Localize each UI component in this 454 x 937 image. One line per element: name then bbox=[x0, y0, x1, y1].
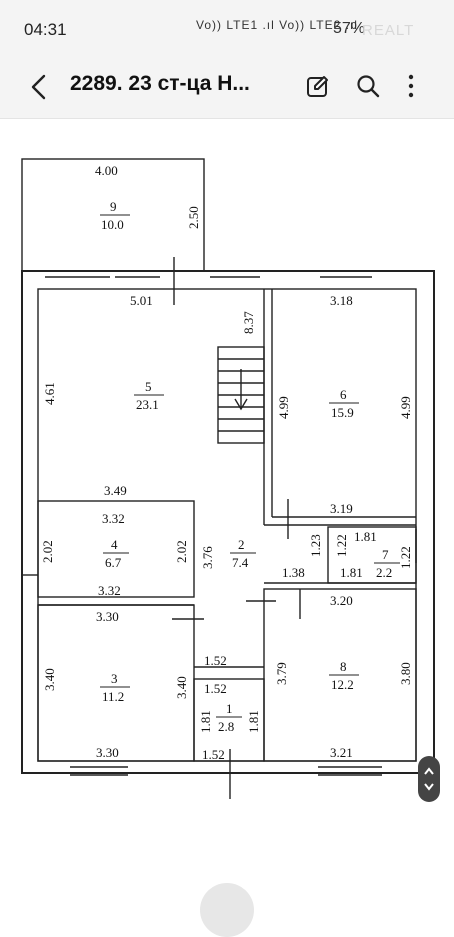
svg-text:4: 4 bbox=[111, 537, 118, 552]
room-label: 8 12.2 bbox=[329, 659, 359, 692]
battery-level: 57% bbox=[333, 20, 366, 37]
dim-label: 1.52 bbox=[204, 653, 227, 668]
dim-label: 3.20 bbox=[330, 593, 353, 608]
svg-text:2.2: 2.2 bbox=[376, 565, 392, 580]
dim-label: 4.61 bbox=[42, 382, 57, 405]
svg-text:15.9: 15.9 bbox=[331, 405, 354, 420]
dim-label: 3.30 bbox=[96, 745, 119, 760]
svg-text:10.0: 10.0 bbox=[101, 217, 124, 232]
dim-label: 4.00 bbox=[95, 163, 118, 178]
dim-label: 1.23 bbox=[308, 534, 323, 557]
svg-text:8: 8 bbox=[340, 659, 347, 674]
dim-label: 3.40 bbox=[42, 668, 57, 691]
svg-text:3: 3 bbox=[111, 671, 118, 686]
dim-label: 1.38 bbox=[282, 565, 305, 580]
svg-text:23.1: 23.1 bbox=[136, 397, 159, 412]
dim-label: 1.52 bbox=[202, 747, 225, 762]
dim-label: 4.99 bbox=[276, 396, 291, 419]
room-label: 3 11.2 bbox=[100, 671, 130, 704]
dim-label: 3.18 bbox=[330, 293, 353, 308]
room-label: 4 6.7 bbox=[103, 537, 129, 570]
dim-label: 3.30 bbox=[96, 609, 119, 624]
dim-label: 1.52 bbox=[204, 681, 227, 696]
dim-label: 3.79 bbox=[274, 662, 289, 685]
svg-text:2: 2 bbox=[238, 537, 245, 552]
room-label: 9 10.0 bbox=[100, 199, 130, 232]
room-label: 1 2.8 bbox=[216, 701, 242, 734]
dim-label: 1.81 bbox=[246, 710, 261, 733]
status-bar: 04:31 Vo)) LTE1 .ıl Vo)) LTE2 .ıl 57% RE… bbox=[0, 0, 454, 60]
search-icon[interactable] bbox=[354, 72, 382, 100]
dim-label: 1.81 bbox=[354, 529, 377, 544]
dim-label: 2.02 bbox=[40, 540, 55, 563]
room-label: 5 23.1 bbox=[134, 379, 164, 412]
dim-label: 3.49 bbox=[104, 483, 127, 498]
svg-text:6.7: 6.7 bbox=[105, 555, 122, 570]
network-status-icons: Vo)) LTE1 .ıl Vo)) LTE2 .ıl bbox=[196, 18, 358, 32]
svg-text:12.2: 12.2 bbox=[331, 677, 354, 692]
edit-icon[interactable] bbox=[304, 72, 332, 100]
back-icon[interactable] bbox=[24, 70, 54, 104]
svg-text:9: 9 bbox=[110, 199, 117, 214]
dim-label: 1.81 bbox=[340, 565, 363, 580]
status-time: 04:31 bbox=[24, 20, 67, 39]
dim-label: 3.32 bbox=[98, 583, 121, 598]
svg-text:11.2: 11.2 bbox=[102, 689, 124, 704]
dim-label: 1.81 bbox=[198, 710, 213, 733]
app-bar: 2289. 23 ст-ца Н... bbox=[0, 60, 454, 119]
floor-plan: 4.00 2.50 5.01 8.37 3.18 4.61 4.99 4.99 … bbox=[21, 158, 435, 799]
dim-label: 3.21 bbox=[330, 745, 353, 760]
svg-text:5: 5 bbox=[145, 379, 152, 394]
dim-label: 1.22 bbox=[398, 546, 413, 569]
dim-label: 3.40 bbox=[174, 676, 189, 699]
room-label: 6 15.9 bbox=[329, 387, 359, 420]
dim-label: 3.80 bbox=[398, 662, 413, 685]
dim-label: 2.02 bbox=[174, 540, 189, 563]
svg-text:7.4: 7.4 bbox=[232, 555, 249, 570]
svg-text:1: 1 bbox=[226, 701, 233, 716]
dim-label: 1.22 bbox=[334, 534, 349, 557]
more-icon[interactable] bbox=[402, 70, 420, 102]
page-title: 2289. 23 ст-ца Н... bbox=[70, 72, 250, 95]
dim-label: 2.50 bbox=[186, 206, 201, 229]
watermark: REALT bbox=[362, 22, 415, 39]
dim-label: 8.37 bbox=[241, 311, 256, 334]
dim-label: 3.32 bbox=[102, 511, 125, 526]
room-label: 7 2.2 bbox=[374, 547, 400, 580]
svg-text:7: 7 bbox=[382, 547, 389, 562]
dim-label: 5.01 bbox=[130, 293, 153, 308]
svg-text:6: 6 bbox=[340, 387, 347, 402]
dim-label: 3.76 bbox=[200, 546, 215, 569]
floating-action-button[interactable] bbox=[200, 883, 254, 937]
dim-label: 4.99 bbox=[398, 396, 413, 419]
svg-text:2.8: 2.8 bbox=[218, 719, 234, 734]
room-label: 2 7.4 bbox=[230, 537, 256, 570]
scroll-handle[interactable] bbox=[418, 756, 440, 802]
dim-label: 3.19 bbox=[330, 501, 353, 516]
